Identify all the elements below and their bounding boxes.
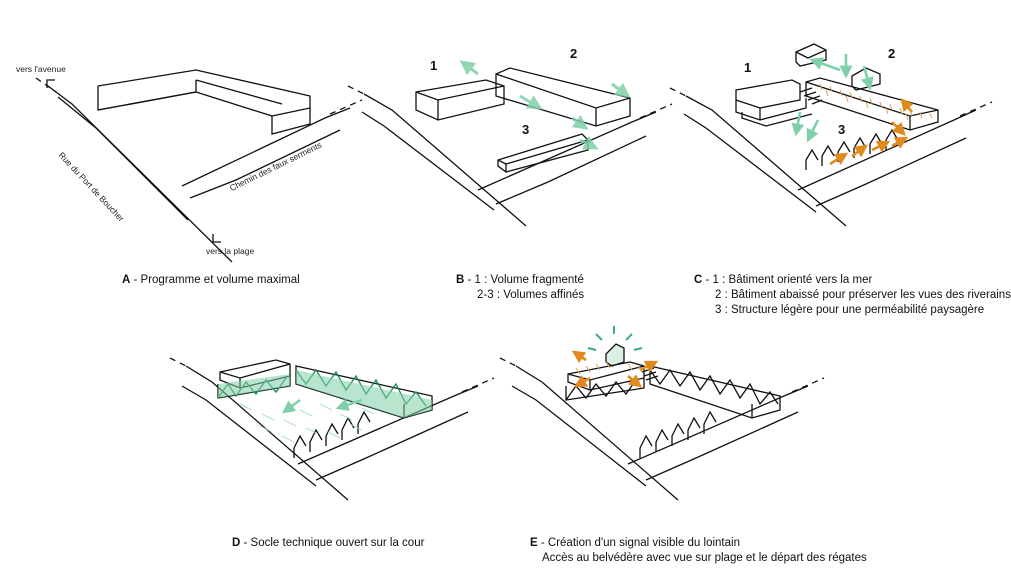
panel-c-label-1: 1	[744, 60, 752, 75]
caption-a-line-1: - Programme et volume maximal	[133, 274, 300, 286]
street-label-avenue: vers l'avenue	[16, 64, 66, 74]
caption-b-line-1: - 1 : Volume fragmenté	[467, 274, 584, 286]
caption-a-letter: A	[122, 274, 131, 286]
caption-d-letter: D	[232, 537, 241, 549]
arrow-plage-icon	[212, 234, 221, 243]
panel-e-hatch	[575, 361, 643, 375]
panel-e-arrows	[571, 350, 659, 388]
panel-d-arrows	[281, 398, 363, 414]
panel-b-label-3: 3	[522, 122, 530, 137]
panel-a-sketch	[35, 69, 363, 263]
panel-b-sketch	[347, 67, 673, 227]
caption-b: B - 1 : Volume fragmenté 2-3 : Volumes a…	[456, 273, 584, 303]
panel-d-hatch	[239, 403, 375, 443]
caption-e-line-1: - Création d'un signal visible du lointa…	[540, 537, 740, 549]
caption-c-letter: C	[694, 274, 703, 286]
panel-b-label-1: 1	[430, 58, 438, 73]
panel-c-label-2: 2	[888, 46, 896, 61]
caption-e-letter: E	[530, 537, 538, 549]
panel-c-label-3: 3	[838, 122, 846, 137]
caption-c-line-3: 3 : Structure légère pour une perméabili…	[715, 304, 985, 316]
panel-e-sketch	[499, 343, 825, 501]
caption-d-line-1: - Socle technique ouvert sur la cour	[243, 537, 425, 549]
caption-b-letter: B	[456, 274, 465, 286]
panel-b-arrows	[459, 60, 631, 150]
caption-e: E - Création d'un signal visible du loin…	[530, 536, 867, 566]
arrow-avenue-icon	[46, 79, 55, 88]
caption-a: A - Programme et volume maximal	[122, 273, 300, 288]
road-edge-chemin	[181, 107, 351, 187]
panel-b-label-2: 2	[570, 46, 578, 61]
caption-e-line-2: Accès au belvédère avec vue sur plage et…	[542, 552, 867, 564]
street-label-plage: vers la plage	[206, 246, 255, 256]
panel-e-signal-rays	[587, 326, 643, 351]
caption-c: C - 1 : Bâtiment orienté vers la mer 2 :…	[694, 273, 1011, 318]
caption-c-line-1: - 1 : Bâtiment orienté vers la mer	[705, 274, 873, 286]
panel-c-arrows	[791, 54, 914, 166]
panel-c-sketch	[669, 43, 993, 227]
panel-d-green-fill	[218, 370, 432, 418]
caption-b-line-2: 2-3 : Volumes affinés	[477, 289, 585, 301]
caption-c-line-2: 2 : Bâtiment abaissé pour préserver les …	[715, 289, 1011, 301]
caption-d: D - Socle technique ouvert sur la cour	[232, 536, 424, 551]
